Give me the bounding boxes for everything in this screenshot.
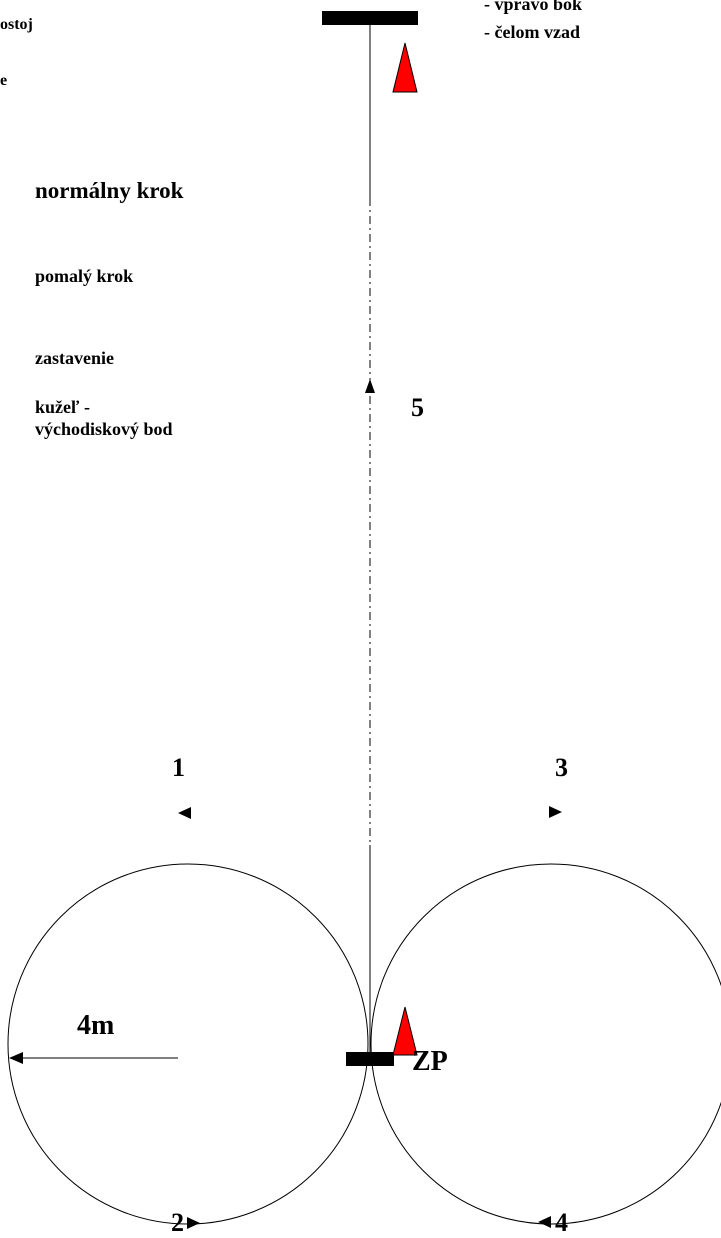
command-about-face: - čelom vzad — [484, 22, 580, 42]
label-1: 1 — [172, 753, 185, 782]
label-5: 5 — [411, 393, 424, 422]
legend-cone-line2: východiskový bod — [35, 419, 173, 439]
up-arrow — [365, 379, 375, 393]
arrow-circle-4 — [538, 1216, 551, 1228]
radius-label: 4m — [77, 1010, 115, 1041]
label-2: 2 — [171, 1208, 184, 1237]
arrow-circle-3 — [549, 806, 562, 818]
start-point-label: ZP — [412, 1046, 448, 1077]
legend-slow-step: pomalý krok — [35, 266, 134, 286]
radius-arrow — [9, 1052, 23, 1064]
label-3: 3 — [555, 753, 568, 782]
legend-stop: zastavenie — [35, 348, 114, 368]
start-cone — [392, 1006, 418, 1056]
label-4: 4 — [555, 1208, 568, 1237]
start-point-bar — [346, 1052, 394, 1066]
top-cone — [392, 42, 418, 93]
right-circle — [370, 863, 721, 1225]
legend-normal-step: normálny krok — [35, 178, 184, 203]
end-point-bar — [322, 11, 418, 25]
legend-e: e — [0, 72, 8, 89]
legend-cone-line1: kužeľ - — [35, 397, 90, 417]
arrow-circle-1 — [178, 807, 191, 819]
arrow-circle-2 — [187, 1217, 200, 1229]
command-right-flank: - vpravo bok — [484, 0, 583, 14]
legend-postoj: ostoj — [0, 16, 33, 33]
left-circle — [7, 863, 369, 1225]
